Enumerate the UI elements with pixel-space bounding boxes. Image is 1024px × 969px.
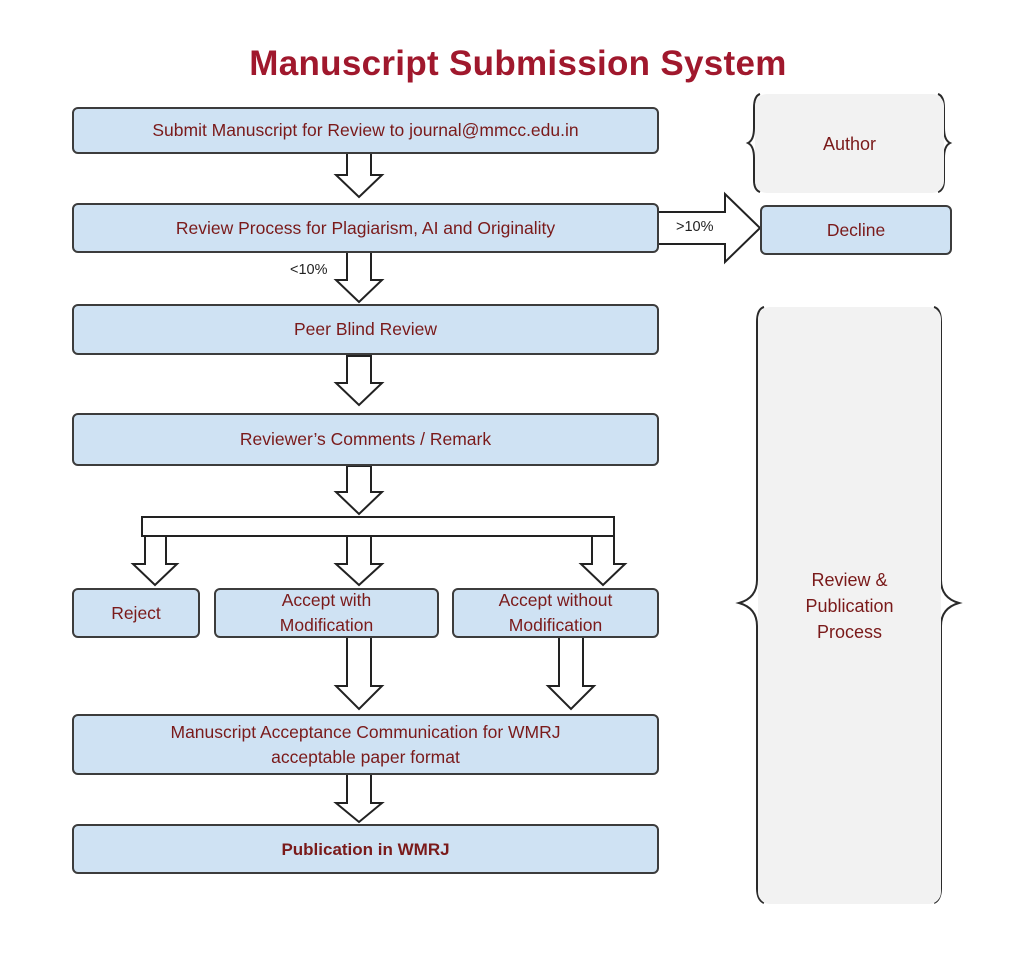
submit-manuscript-label: Submit Manuscript for Review to journal@… — [152, 120, 579, 140]
arrow-split-to-accept-with — [333, 535, 385, 587]
arrow-split-to-accept-without — [578, 535, 628, 587]
page-title: Manuscript Submission System — [249, 44, 787, 83]
acceptance-communication-step: Manuscript Acceptance Communication for … — [72, 714, 659, 775]
review-publication-stage: Review & Publication Process — [758, 307, 941, 904]
review-left-brace — [735, 306, 765, 904]
split-bar — [141, 516, 615, 537]
author-stage: Author — [755, 94, 944, 193]
reject-label: Reject — [111, 602, 161, 623]
arrow-review-to-decline — [657, 191, 762, 265]
reviewer-comments-step: Reviewer’s Comments / Remark — [72, 413, 659, 466]
review-process-label: Review Process for Plagiarism, AI and Or… — [175, 217, 556, 238]
author-left-brace — [745, 93, 761, 193]
publication-label: Publication in WMRJ — [281, 839, 450, 859]
reject-step: Reject — [72, 588, 200, 638]
arrow-peer-to-comments — [333, 355, 385, 407]
submit-manuscript-step: Submit Manuscript for Review to journal@… — [72, 107, 659, 154]
publication-step: Publication in WMRJ — [72, 824, 659, 874]
arrow-submit-to-review — [333, 151, 385, 199]
decline-label: Decline — [826, 219, 886, 240]
condition-low-label: <10% — [290, 262, 328, 278]
accept-without-modification-label: Accept without Modification — [498, 590, 613, 635]
condition-high-label: >10% — [676, 219, 714, 235]
arrow-split-to-reject — [130, 535, 180, 587]
accept-with-modification-label: Accept with Modification — [279, 590, 374, 635]
reviewer-comments-label: Reviewer’s Comments / Remark — [239, 429, 492, 449]
arrow-accept-without-to-acceptance — [545, 636, 597, 711]
decline-step: Decline — [760, 205, 952, 255]
arrow-review-to-peer — [333, 251, 385, 304]
review-process-step: Review Process for Plagiarism, AI and Or… — [72, 203, 659, 253]
arrow-accept-with-to-acceptance — [333, 636, 385, 711]
review-publication-stage-label: Review & Publication Process — [805, 569, 894, 642]
accept-with-modification-step: Accept with Modification — [214, 588, 439, 638]
acceptance-communication-label: Manuscript Acceptance Communication for … — [170, 721, 561, 767]
accept-without-modification-step: Accept without Modification — [452, 588, 659, 638]
arrow-acceptance-to-publication — [333, 773, 385, 824]
peer-review-step: Peer Blind Review — [72, 304, 659, 355]
peer-review-label: Peer Blind Review — [294, 319, 437, 339]
author-stage-label: Author — [822, 133, 877, 154]
arrow-comments-to-split — [333, 465, 385, 516]
